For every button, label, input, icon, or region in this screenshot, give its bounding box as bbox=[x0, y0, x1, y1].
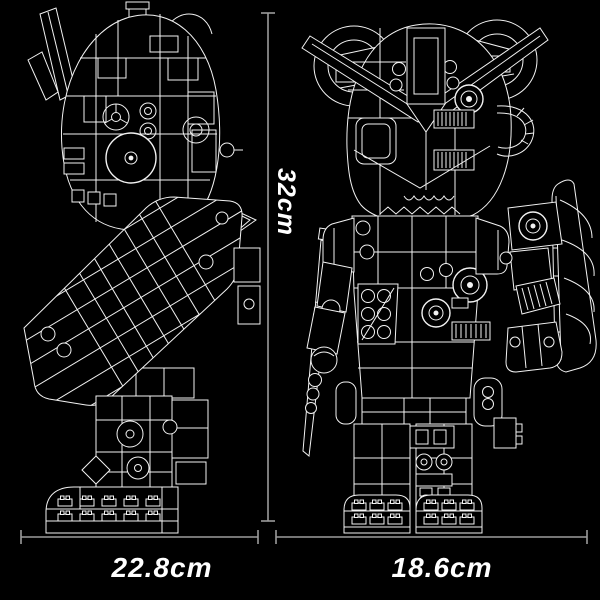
right-figure-right-arm bbox=[475, 201, 563, 373]
left-width-dimension-line bbox=[20, 530, 259, 544]
right-figure bbox=[301, 19, 597, 534]
right-figure-left-arm bbox=[306, 217, 355, 374]
right-figure-feet bbox=[343, 494, 483, 534]
height-dimension-line bbox=[261, 12, 275, 522]
left-figure bbox=[23, 1, 261, 534]
dimension-lines bbox=[20, 12, 588, 544]
right-width-dimension-label: 18.6cm bbox=[391, 552, 493, 583]
right-figure-head bbox=[301, 23, 549, 224]
right-figure-hips bbox=[335, 377, 523, 449]
left-figure-head bbox=[27, 1, 258, 240]
left-figure-leg bbox=[81, 395, 178, 489]
right-width-dimension-line bbox=[275, 530, 588, 544]
left-figure-boot bbox=[45, 486, 179, 534]
right-figure-torso bbox=[351, 206, 491, 399]
height-dimension-label: 32cm bbox=[272, 168, 300, 236]
left-width-dimension-label: 22.8cm bbox=[111, 552, 213, 583]
